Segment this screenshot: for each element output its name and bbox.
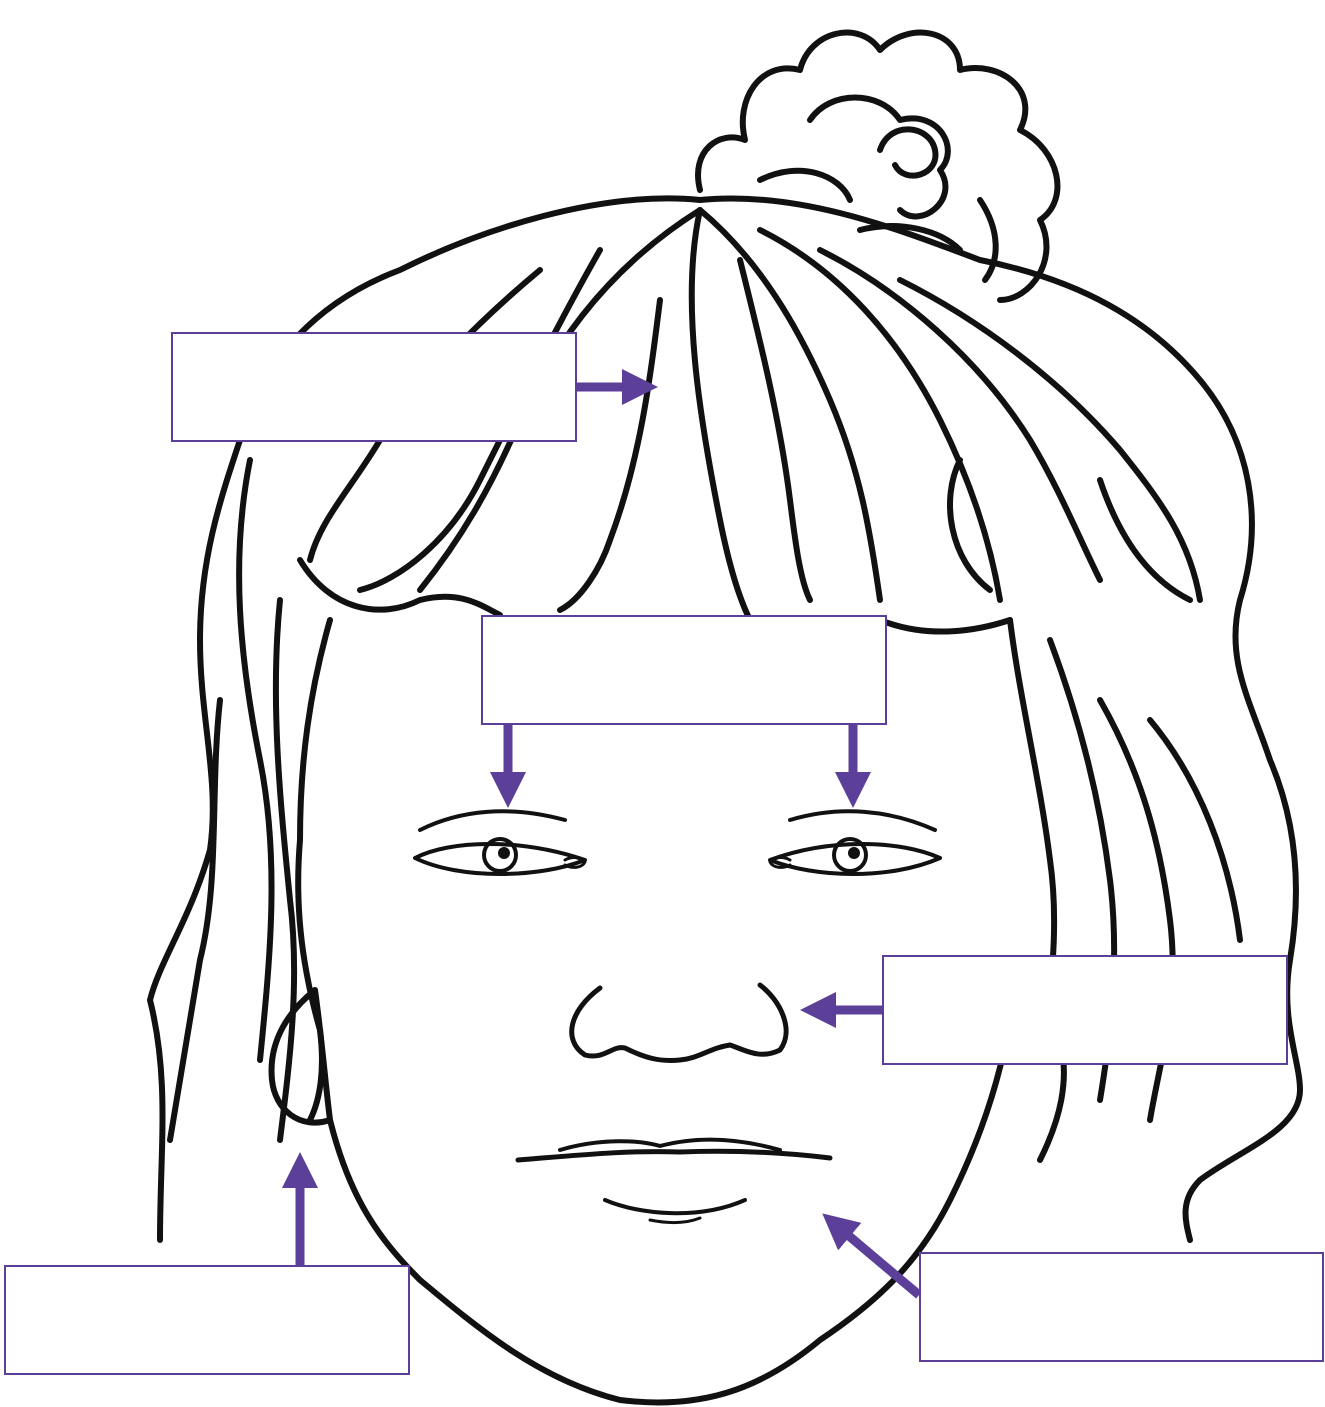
left-eye xyxy=(415,839,585,874)
nose xyxy=(572,985,786,1061)
ear-outline xyxy=(272,990,330,1123)
eyebrows-label-box[interactable] xyxy=(481,615,887,725)
arrow-to-mouth xyxy=(836,1225,919,1295)
nose-label-box[interactable] xyxy=(882,955,1288,1065)
ear-label-box[interactable] xyxy=(4,1265,410,1375)
right-eyebrow xyxy=(790,811,935,830)
mouth-label-box[interactable] xyxy=(919,1252,1324,1362)
right-eye xyxy=(770,839,940,874)
mouth xyxy=(518,1140,830,1223)
hair-label-box[interactable] xyxy=(171,332,577,442)
left-eyebrow xyxy=(420,811,565,830)
